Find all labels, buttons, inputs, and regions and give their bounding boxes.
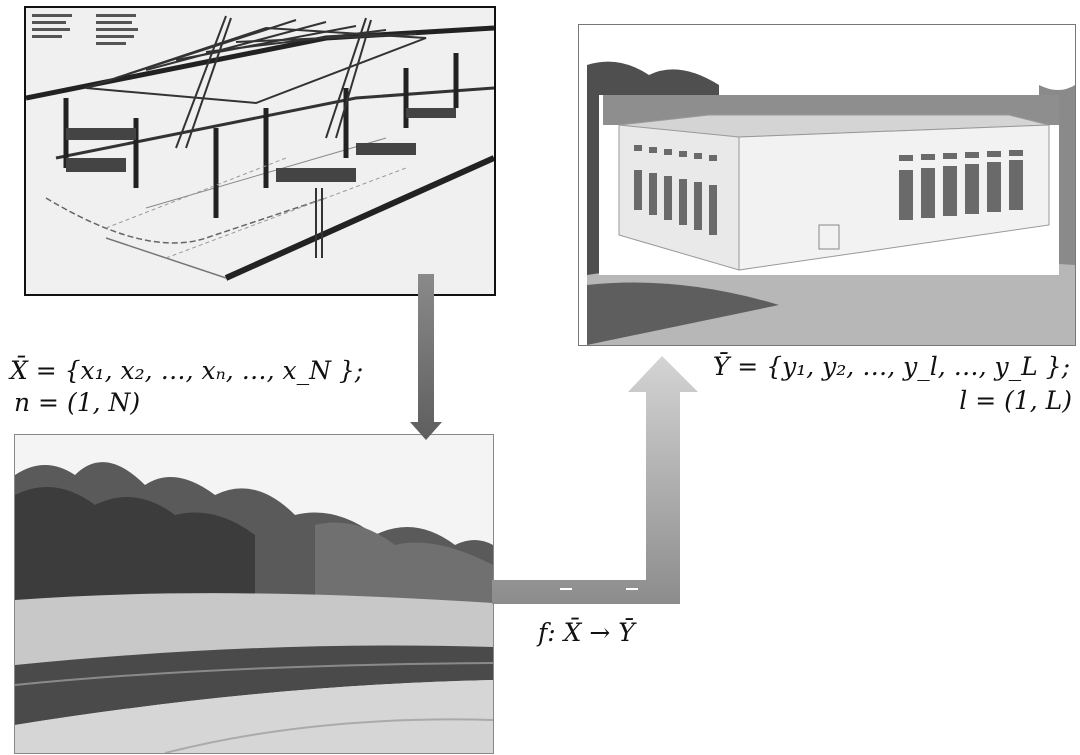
n-range-formula: n = (1, N)	[14, 388, 141, 417]
crane-hall-drawing-icon	[26, 8, 494, 294]
up-arrow-icon	[492, 356, 698, 604]
down-arrow-icon	[410, 274, 442, 440]
y-set-formula: Ȳ = {y₁, y₂, …, y_l, …, y_L };	[712, 352, 1070, 381]
warehouse-building-icon	[579, 25, 1075, 345]
l-range-formula: l = (1, L)	[959, 386, 1072, 415]
construction-drawing-image	[24, 6, 496, 296]
building-render-image	[578, 24, 1076, 346]
landscape-photo-image	[14, 434, 494, 754]
x-set-formula: X̄ = {x₁, x₂, …, xₙ, …, x_N };	[10, 356, 364, 385]
river-landscape-icon	[15, 435, 493, 753]
mapping-formula: f: X̄ → Ȳ	[538, 618, 635, 647]
